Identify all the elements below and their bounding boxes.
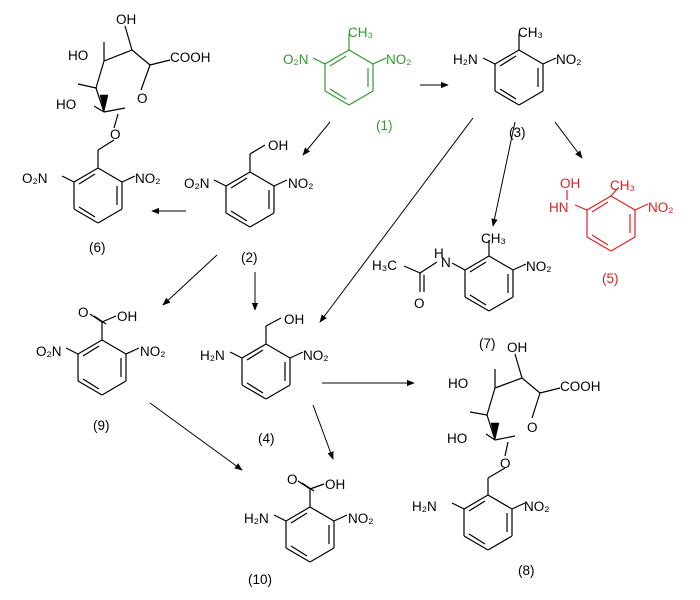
c5-hydroxyl: OH	[560, 176, 580, 191]
c7-label: (7)	[479, 336, 496, 351]
c8-sugar-ho-lower: HO	[447, 431, 467, 446]
c8-glycosidic-o: O	[500, 456, 511, 471]
c6-sugar-ring-o: O	[137, 91, 148, 106]
ring-3	[482, 34, 557, 106]
c7-acetyl-methyl: H₃C	[372, 258, 397, 273]
arrow-4-to-10	[312, 404, 334, 460]
compound-6: OH HO COOH O HO O O₂N NO₂ (6)	[22, 12, 211, 255]
ring-7	[403, 240, 527, 312]
compound-7: CH₃ H N H₃C O NO₂ (7)	[372, 231, 552, 351]
ring-9	[65, 313, 140, 396]
c2-label: (2)	[241, 250, 258, 265]
c10-amino: H₂N	[244, 511, 269, 526]
c6-label: (6)	[89, 240, 106, 255]
compound-4: OH H₂N NO₂ (4)	[200, 312, 329, 446]
c5-label: (5)	[602, 271, 619, 286]
c8-amino: H₂N	[412, 499, 437, 514]
c7-amide-n: N	[441, 255, 451, 270]
c1-nitro-right: NO₂	[386, 52, 412, 67]
c8-sugar-ho-upper: HO	[448, 376, 468, 391]
compound-9: O OH O₂N NO₂ (9)	[36, 305, 166, 433]
c4-amino: H₂N	[200, 348, 225, 363]
c8-sugar-cooh: COOH	[560, 379, 601, 394]
c4-label: (4)	[258, 431, 275, 446]
c9-carboxyl-oh: OH	[117, 309, 137, 324]
c6-sugar-oh-top: OH	[116, 12, 136, 27]
c5-methyl: CH₃	[610, 178, 635, 193]
c4-hydroxyl: OH	[284, 312, 304, 327]
ring-8	[451, 494, 526, 551]
sugar-6	[77, 25, 171, 168]
c7-methyl: CH₃	[481, 231, 506, 246]
c8-sugar-ring-o: O	[527, 420, 538, 435]
arrow-9-to-10	[149, 402, 243, 471]
ring-6	[61, 167, 136, 224]
reaction-arrows	[149, 81, 583, 471]
arrow-3-to-5	[554, 121, 583, 159]
arrow-2-to-9	[162, 254, 218, 306]
c7-carbonyl-o: O	[414, 296, 425, 311]
sugar-8	[469, 353, 561, 495]
arrow-3-to-7	[491, 121, 516, 227]
ring-10	[273, 480, 348, 563]
c10-label: (10)	[248, 572, 272, 587]
c5-hydroxylamine: HN	[549, 200, 569, 215]
c2-nitro-right: NO₂	[288, 176, 314, 191]
compound-5: OH CH₃ HN NO₂ (5)	[549, 176, 674, 286]
c2-hydroxyl: OH	[268, 138, 288, 153]
c9-nitro-left: O₂N	[36, 344, 62, 359]
c1-nitro-left: O₂N	[283, 52, 309, 67]
c10-nitro: NO₂	[348, 511, 374, 526]
c6-sugar-cooh: COOH	[170, 50, 211, 65]
c5-nitro: NO₂	[648, 200, 674, 215]
c6-nitro-right: NO₂	[135, 171, 161, 186]
c10-carboxyl-o: O	[287, 472, 298, 487]
compound-2: OH O₂N NO₂ (2)	[184, 138, 314, 265]
arrow-3-to-4	[319, 117, 474, 323]
ring-4	[229, 317, 304, 400]
compound-8: OH HO COOH O HO O H₂N NO₂ (8)	[412, 340, 601, 578]
c7-nitro: NO₂	[526, 259, 552, 274]
c10-carboxyl-oh: OH	[325, 477, 345, 492]
ring-2	[213, 144, 288, 228]
c3-amino: H₂N	[453, 52, 478, 67]
arrow-1-to-2	[302, 121, 331, 156]
c7-amide-h: H	[434, 246, 444, 261]
compound-1: CH₃ O₂N NO₂ (1)	[283, 25, 412, 133]
c6-sugar-ho-lower: HO	[56, 97, 76, 112]
ring-1	[312, 34, 387, 106]
c6-sugar-ho-upper: HO	[68, 48, 88, 63]
c1-methyl: CH₃	[348, 25, 373, 40]
c9-label: (9)	[93, 418, 110, 433]
ring-5	[566, 187, 649, 252]
c2-nitro-left: O₂N	[184, 176, 210, 191]
c8-label: (8)	[518, 563, 535, 578]
c8-nitro: NO₂	[524, 499, 550, 514]
c8-sugar-oh-top: OH	[507, 340, 527, 355]
compound-10: O OH H₂N NO₂ (10)	[244, 472, 374, 587]
c4-nitro: NO₂	[303, 348, 329, 363]
c6-nitro-left: O₂N	[22, 171, 48, 186]
c3-nitro: NO₂	[556, 52, 582, 67]
c9-carboxyl-o: O	[78, 305, 89, 320]
c1-label: (1)	[376, 118, 393, 133]
c6-glycosidic-o: O	[110, 127, 121, 142]
c3-methyl: CH₃	[518, 25, 543, 40]
compound-3: CH₃ H₂N NO₂ (3)	[453, 25, 582, 140]
c9-nitro-right: NO₂	[140, 344, 166, 359]
